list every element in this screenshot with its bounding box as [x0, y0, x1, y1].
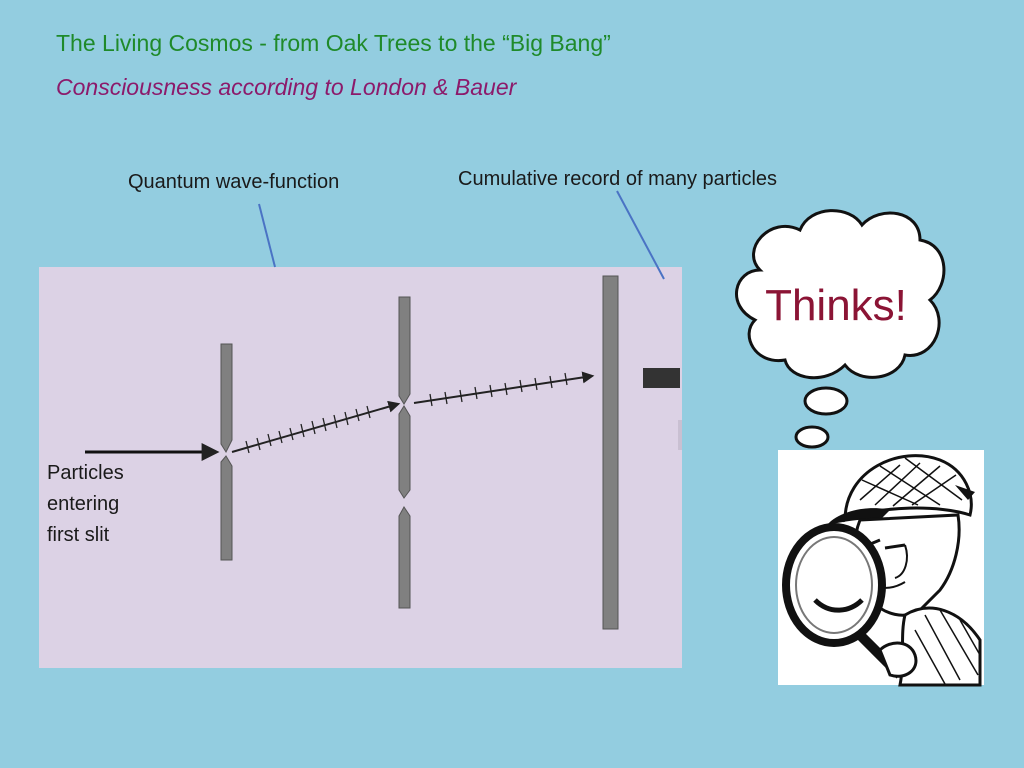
detector-mark-light — [678, 420, 682, 450]
pointer-line-wave-function — [258, 203, 276, 268]
thinks-text: Thinks! — [765, 281, 907, 330]
slide-subtitle: Consciousness according to London & Baue… — [56, 74, 517, 100]
label-particles-line-3: first slit — [47, 524, 110, 546]
thought-dot-large — [803, 386, 849, 416]
label-cumulative-record: Cumulative record of many particles — [458, 168, 778, 190]
pointer-line-cumulative-record — [616, 190, 665, 280]
detective-illustration — [778, 450, 984, 687]
double-slit-panel — [39, 267, 682, 668]
slide-title: The Living Cosmos - from Oak Trees to th… — [56, 30, 611, 56]
label-particles-entering: Particles entering first slit — [47, 458, 167, 551]
first-slit-barrier — [220, 343, 233, 561]
label-particles-line-1: Particles — [47, 462, 124, 484]
thought-dot-medium — [794, 425, 830, 449]
label-particles-line-2: entering — [47, 493, 120, 515]
wave-function-arrow-1 — [231, 400, 401, 454]
detector-mark — [643, 368, 680, 388]
label-quantum-wave-function: Quantum wave-function — [128, 171, 340, 193]
detection-screen — [602, 275, 619, 630]
double-slit-barrier — [398, 296, 411, 609]
thought-bubble: Thinks! — [735, 209, 946, 474]
wave-function-arrow-2 — [413, 371, 595, 407]
